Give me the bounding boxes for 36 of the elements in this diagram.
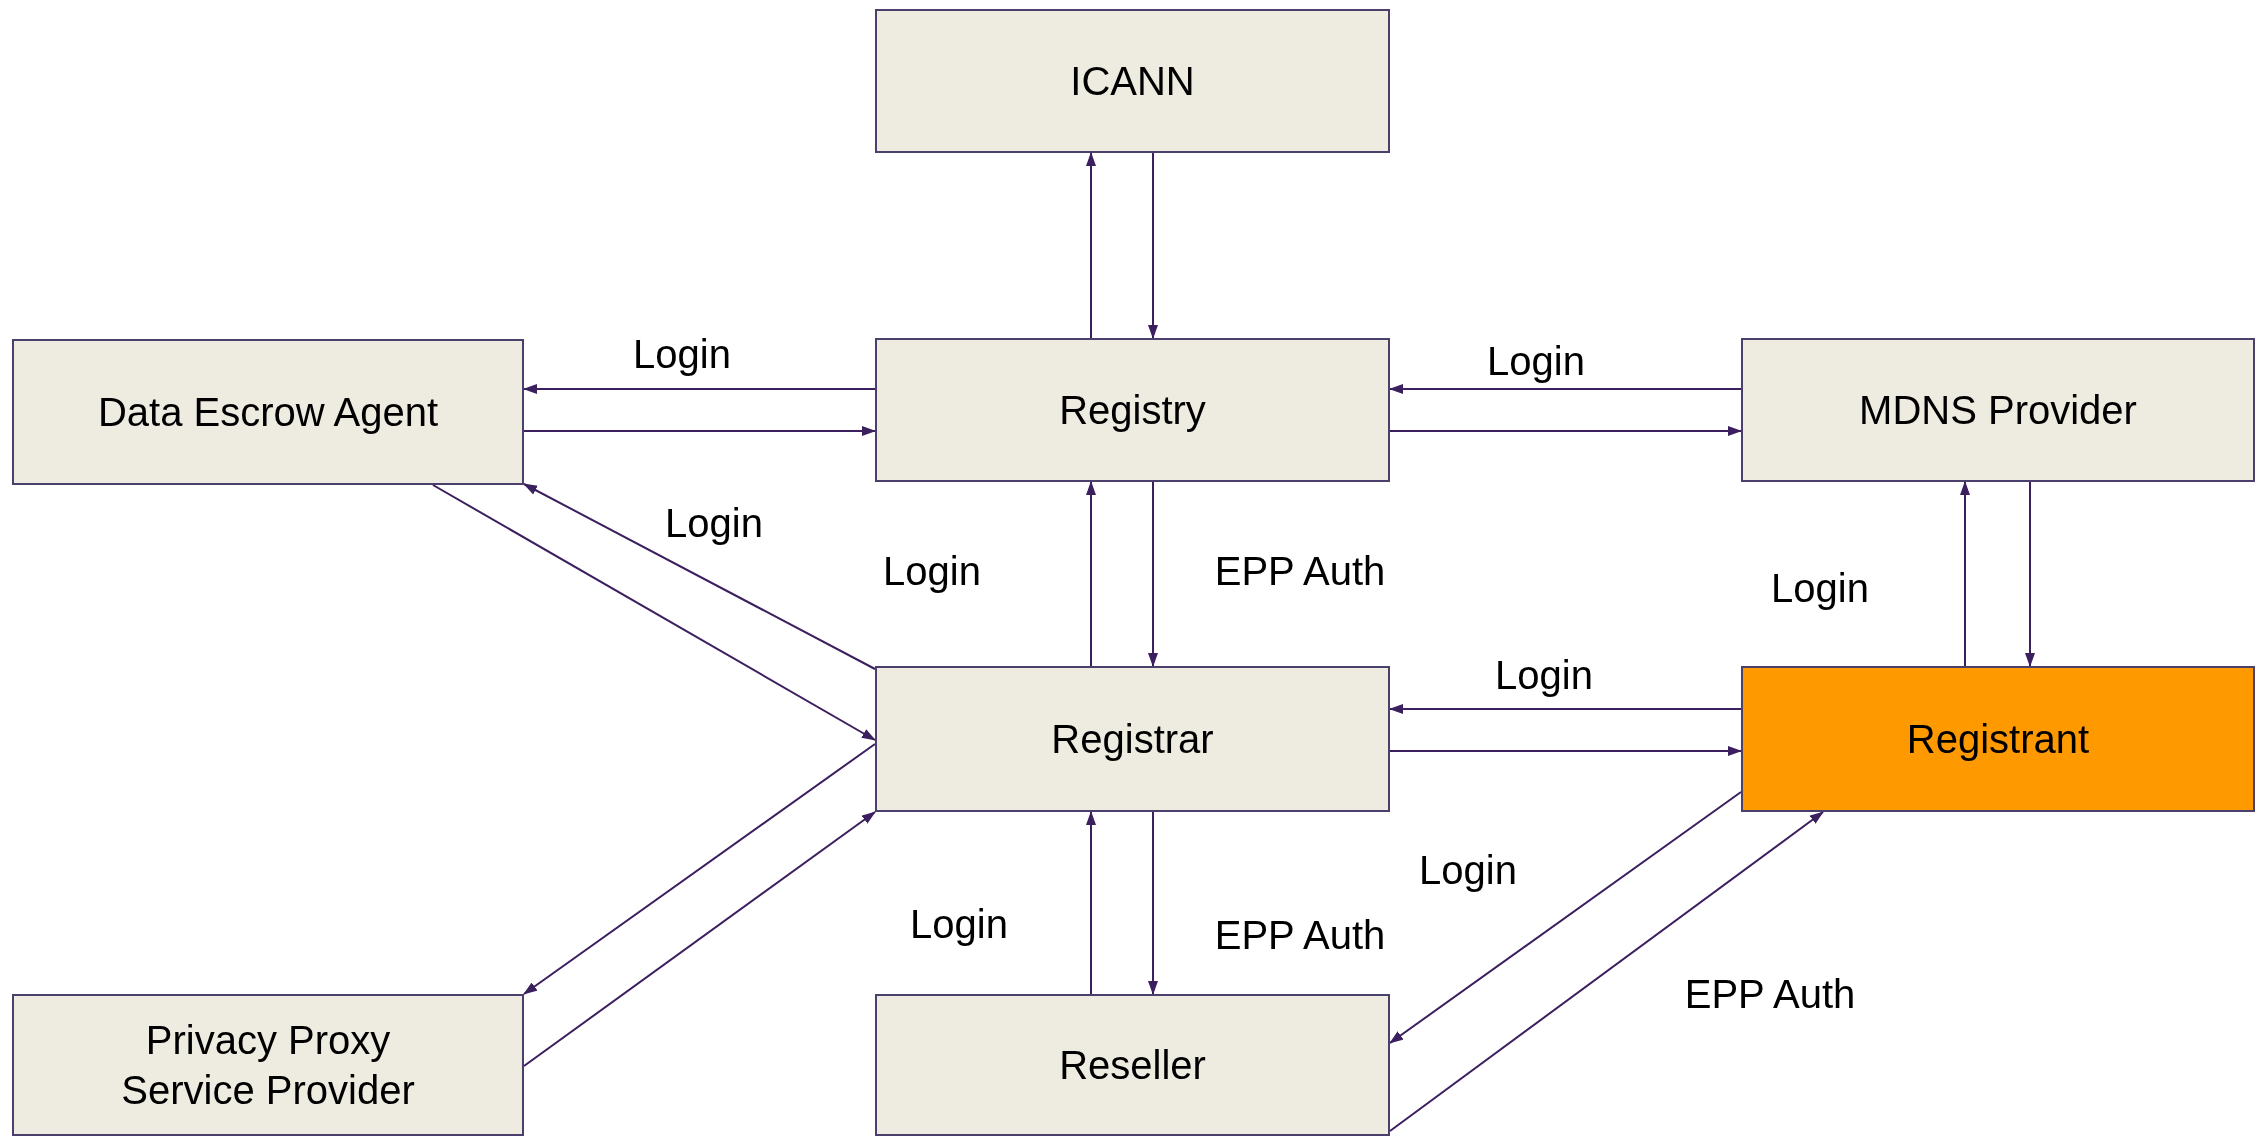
entity-box xyxy=(875,338,1390,482)
arrow xyxy=(1148,152,1158,339)
arrow xyxy=(1389,791,1742,1044)
arrow xyxy=(1086,811,1096,995)
arrow xyxy=(523,483,876,670)
arrow xyxy=(1389,426,1742,436)
highlighted-box xyxy=(1741,666,2255,812)
entity-box xyxy=(12,994,524,1136)
arrow xyxy=(2025,481,2035,667)
box-label: Privacy Proxy Service Provider xyxy=(120,1017,416,1114)
arrow xyxy=(523,743,876,995)
arrow xyxy=(1960,481,1970,667)
arrow xyxy=(1086,481,1096,667)
box-label: MDNS Provider xyxy=(1859,387,2137,434)
arrow xyxy=(1389,384,1742,394)
box-label: Data Escrow Agent xyxy=(97,389,439,436)
box-label: ICANN xyxy=(1070,58,1195,105)
arrow xyxy=(1148,811,1158,995)
arrow xyxy=(1389,746,1742,756)
entity-box xyxy=(875,666,1390,812)
arrow xyxy=(523,811,876,1067)
box-label: Registrant xyxy=(1906,716,2090,763)
box-label: Reseller xyxy=(1059,1042,1206,1089)
arrow xyxy=(1148,481,1158,667)
arrow xyxy=(523,384,876,394)
box-label: Registrar xyxy=(1051,716,1214,763)
arrow xyxy=(432,484,876,741)
entity-box xyxy=(875,994,1390,1136)
arrow xyxy=(523,426,876,436)
box-label: Registry xyxy=(1059,387,1206,434)
arrow xyxy=(1086,152,1096,339)
entity-box xyxy=(875,9,1390,153)
entity-box xyxy=(12,339,524,485)
arrow xyxy=(1389,704,1742,714)
arrow xyxy=(1389,811,1824,1132)
entity-box xyxy=(1741,338,2255,482)
